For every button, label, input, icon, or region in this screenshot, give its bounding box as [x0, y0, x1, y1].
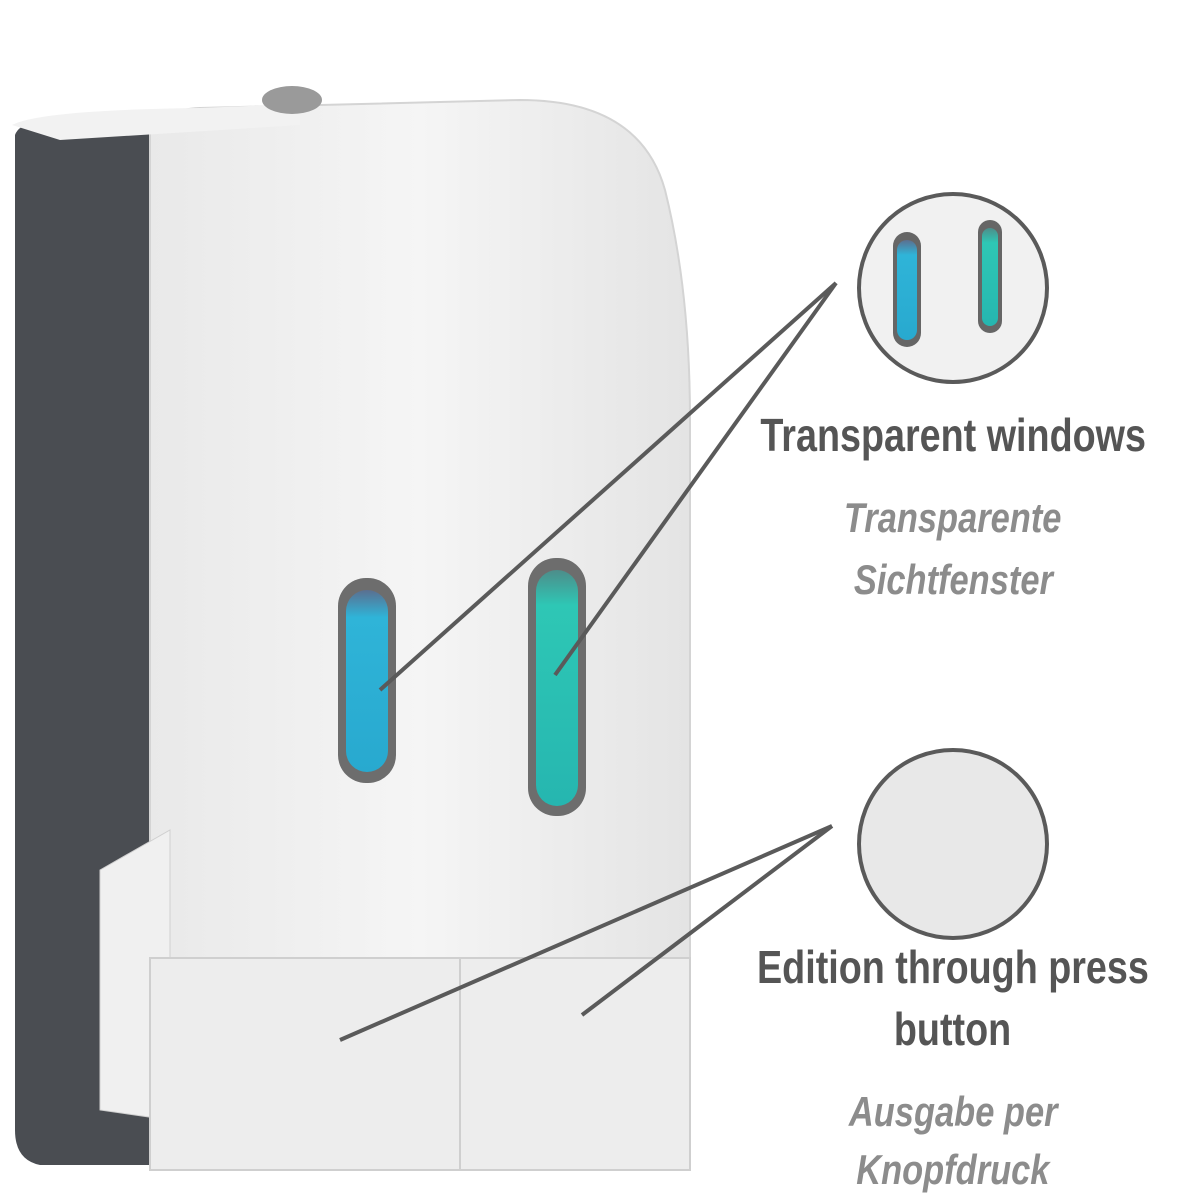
annotation-subtitle-windows-2: Sichtfenster: [853, 556, 1053, 603]
detail-circle-windows: [857, 192, 1049, 384]
annotation-title-windows: Transparent windows: [760, 409, 1146, 461]
refill-hole: [262, 86, 322, 114]
annotation-subtitle-button-1: Ausgabe per: [848, 1088, 1058, 1135]
dispenser-front-cover: [149, 98, 691, 961]
press-button-left: [149, 957, 461, 1171]
annotation-title-button-2: button: [894, 1003, 1012, 1055]
press-button-right: [459, 957, 691, 1171]
annotation-title-button-1: Edition through press: [757, 941, 1149, 993]
annotation-subtitle-windows-1: Transparente: [844, 494, 1062, 541]
detail-circle-button: [857, 748, 1049, 940]
annotation-subtitle-button-2: Knopfdruck: [856, 1146, 1050, 1193]
callout-lines: [339, 281, 838, 1042]
